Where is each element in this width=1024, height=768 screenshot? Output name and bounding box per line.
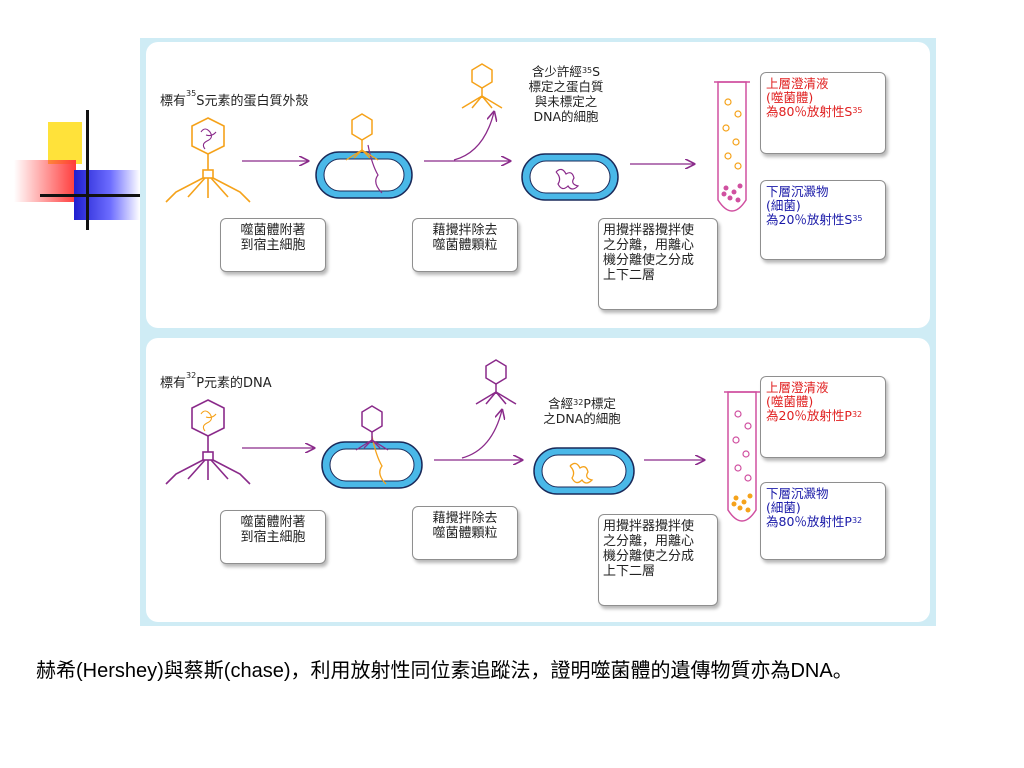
infected-cell-label: 含少許經35S 標定之蛋白質 與未標定之 DNA的細胞 (528, 64, 604, 124)
step-blend-box: 藉攪拌除去 噬菌體顆粒 (412, 506, 518, 560)
bacterium-infected-icon (533, 447, 635, 495)
slide-caption: 赫希(Hershey)與蔡斯(chase)，利用放射性同位素追蹤法，證明噬菌體的… (36, 660, 853, 682)
result-upper-layer-box: 上層澄清液 (噬菌體) 為80％放射性S35 (760, 72, 886, 154)
phage-removed-icon (475, 359, 517, 405)
result-upper-layer-box: 上層澄清液 (噬菌體) 為20％放射性P32 (760, 376, 886, 458)
step-attach-box: 噬菌體附著 到宿主細胞 (220, 510, 326, 564)
arrow-phage-removed (461, 410, 502, 459)
result-lower-layer-box: 下層沉澱物 (細菌) 為20％放射性S35 (760, 180, 886, 260)
centrifuge-tube-icon (724, 391, 760, 522)
slide-decoration-yellow-square (48, 122, 82, 164)
step-centrifuge-box: 用攪拌器攪拌使 之分離，用離心 機分離使之分成 上下二層 (598, 514, 718, 606)
bacterium-with-attached-phage-icon (321, 405, 423, 489)
protein-label: 標有35S元素的蛋白質外殼 (160, 89, 309, 109)
experiment-panel-protein: 標有35S元素的蛋白質外殼 含少許經35S 標定之蛋白質 與未標定之 DNA的細… (146, 42, 930, 328)
step-blend-box: 藉攪拌除去 噬菌體顆粒 (412, 218, 518, 272)
phage-labeled-dna-icon (165, 399, 251, 485)
slide-decoration-vertical-line (86, 110, 89, 230)
bacterium-infected-icon (521, 153, 619, 201)
protein-experiment-drawing (165, 63, 750, 212)
experiment-panel-dna: 標有32P元素的DNA 含經32P標定 之DNA的細胞 噬菌體附著 到宿主細胞 … (146, 338, 930, 622)
arrow-phage-removed (453, 112, 494, 161)
bacterium-with-attached-phage-icon (315, 113, 413, 199)
step-centrifuge-box: 用攪拌器攪拌使 之分離，用離心 機分離使之分成 上下二層 (598, 218, 718, 310)
infected-cell-label: 含經32P標定 之DNA的細胞 (543, 396, 621, 426)
result-lower-layer-box: 下層沉澱物 (細菌) 為80％放射性P32 (760, 482, 886, 560)
hershey-chase-figure: 標有35S元素的蛋白質外殼 含少許經35S 標定之蛋白質 與未標定之 DNA的細… (140, 38, 936, 626)
step-attach-box: 噬菌體附著 到宿主細胞 (220, 218, 326, 272)
slide-decoration-horizontal-line (40, 194, 140, 197)
dna-experiment-drawing (165, 359, 760, 522)
phage-removed-icon (461, 63, 503, 109)
dna-label: 標有32P元素的DNA (160, 371, 272, 391)
phage-labeled-protein-icon (165, 117, 251, 203)
centrifuge-tube-icon (714, 81, 750, 212)
